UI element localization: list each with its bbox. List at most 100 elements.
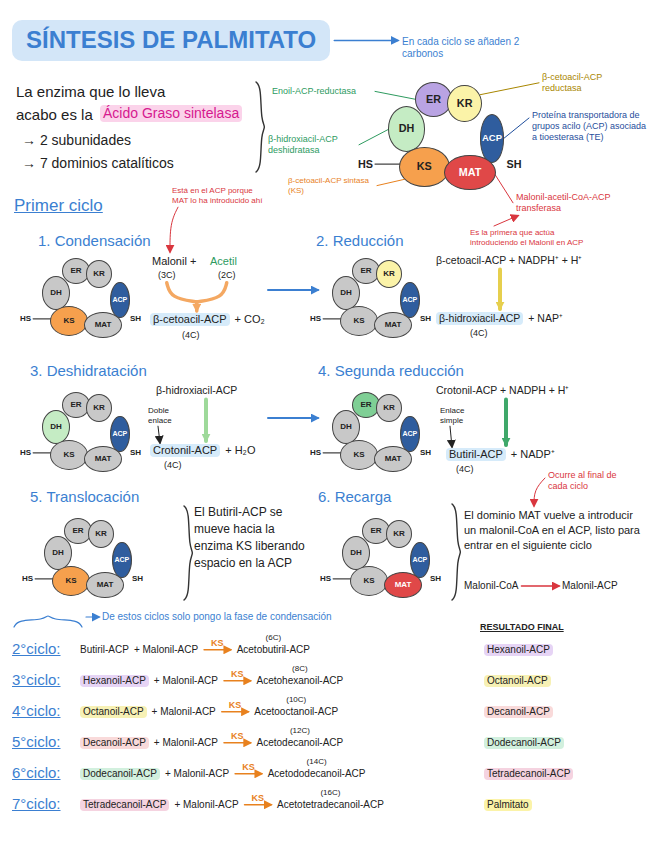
reaction-arrow [197,283,227,302]
enzyme-domain: KS [52,566,90,596]
note-text: Enlace simple [440,406,480,425]
note-text: + H₂O [225,444,255,457]
title-banner: SÍNTESIS DE PALMITATO [12,20,330,61]
section-heading: 4. Segunda reducción [318,362,464,380]
domain-label: KR [95,530,107,539]
note-text: (14C) [307,757,327,767]
section-heading: 5°ciclo: [12,733,61,751]
note-text: HS [20,314,31,324]
section-heading: 1. Condensación [38,232,151,250]
enzyme-domain: DH [342,536,370,570]
domain-label: ER [360,401,371,410]
enzyme-domain: KR [86,394,112,422]
note-text: Acetobutiril-ACP [237,644,310,656]
enzyme-tag: KS [223,731,252,742]
reaction-arrow [204,400,208,441]
leader-line [359,129,389,145]
note-text: (4C) [164,460,182,471]
enzyme-domain: KS [399,147,450,188]
reaction-arrow [504,400,508,445]
domain-label: ER [360,267,371,276]
domain-label: KS [63,317,74,326]
bracket [256,82,264,172]
enzyme-domain: KS [350,566,388,596]
domain-label: ACP [113,296,128,304]
reaction-arrow [195,302,199,311]
note-text: β-cetoacil-ACP reductasa [542,72,624,94]
enzyme-tag: KS [234,762,263,773]
note-text: β-cetoacil-ACP + NADPH⁺ + H⁺ [436,254,582,267]
note-text: Está en el ACP porque MAT lo ha introduc… [172,186,264,205]
domain-label: ACP [482,133,502,143]
note-text: (2C) [218,270,236,281]
domain-label: KS [63,451,74,460]
note-text: β-cetoacil-ACP sintasa (KS) [288,176,374,195]
note-text: SH [130,448,141,458]
arrow [521,585,559,587]
enzyme-tag: KS [221,700,250,711]
note-text: RESULTADO FINAL [480,622,564,633]
enzyme-domain: KR [86,260,112,288]
domain-label: DH [50,289,62,298]
highlighted-term: Tetradecanoil-ACP [80,799,169,811]
enzyme-domain: KS [340,306,378,336]
enzyme-domain: KS [340,440,378,470]
note-text: + CO₂ [235,313,265,326]
highlighted-term: Hexanoil-ACP [80,675,149,687]
section-heading: 4°ciclo: [12,702,61,720]
section-heading: Primer ciclo [14,196,103,216]
note-text: + Malonil-ACP [174,799,238,811]
note-text: HS [22,574,33,584]
domain-label: MAT [385,321,402,330]
ks-arrow [222,711,249,713]
bracket [452,504,460,600]
enzyme-domain: MAT [84,446,122,472]
arrow [158,426,160,443]
enzyme-domain: ACP [400,416,420,452]
enzyme-domain: KR [376,260,402,288]
highlighted-term: Hexanoil-ACP [484,644,553,656]
enzyme-domain: KR [386,520,412,548]
domain-label: KR [93,404,105,413]
section-heading: 6°ciclo: [12,764,61,782]
domain-label: KS [65,577,76,586]
note-text: (12C) [290,726,310,736]
domain-label: MAT [95,321,112,330]
section-heading: → 2 subunidades [22,132,131,149]
domain-label: ER [70,267,81,276]
leader-line [503,118,529,139]
note-text: + Malonil-ACP [154,737,218,749]
note-text: (16C) [320,788,340,798]
note-text: SH [130,314,141,324]
enzyme-tag: KS [223,669,252,680]
ks-arrow [224,680,251,682]
note-text: + Malonil-ACP [134,644,198,656]
note-text: SH [507,158,522,171]
domain-label: DH [340,423,352,432]
ks-arrow [224,742,251,744]
note-text: (3C) [158,270,176,281]
enzyme-domain: ACP [410,542,430,578]
section-heading: 5. Translocación [30,488,139,506]
bracket [14,616,82,627]
section-heading: 6. Recarga [318,488,391,506]
arrow [268,289,318,291]
domain-label: KR [393,530,405,539]
leader-line [377,179,405,185]
domain-label: KR [383,404,395,413]
enzyme-domain: MAT [374,312,412,338]
note-text: El Butiril-ACP se mueve hacia la enzima … [194,504,306,572]
note-text: HS [20,448,31,458]
note-text: + NADP⁺ [511,448,555,461]
highlighted-term: Crotonil-ACP [150,444,220,457]
domain-label: DH [399,123,415,135]
domain-label: ACP [115,556,130,564]
domain-label: DH [340,289,352,298]
enzyme-domain: ACP [110,416,130,452]
leader-line [480,83,539,95]
note-text: SH [420,314,431,324]
note-text: Acetodecanoil-ACP [257,737,344,749]
enzyme-domain: DH [42,410,70,444]
domain-label: ACP [113,430,128,438]
domain-label: DH [350,549,362,558]
